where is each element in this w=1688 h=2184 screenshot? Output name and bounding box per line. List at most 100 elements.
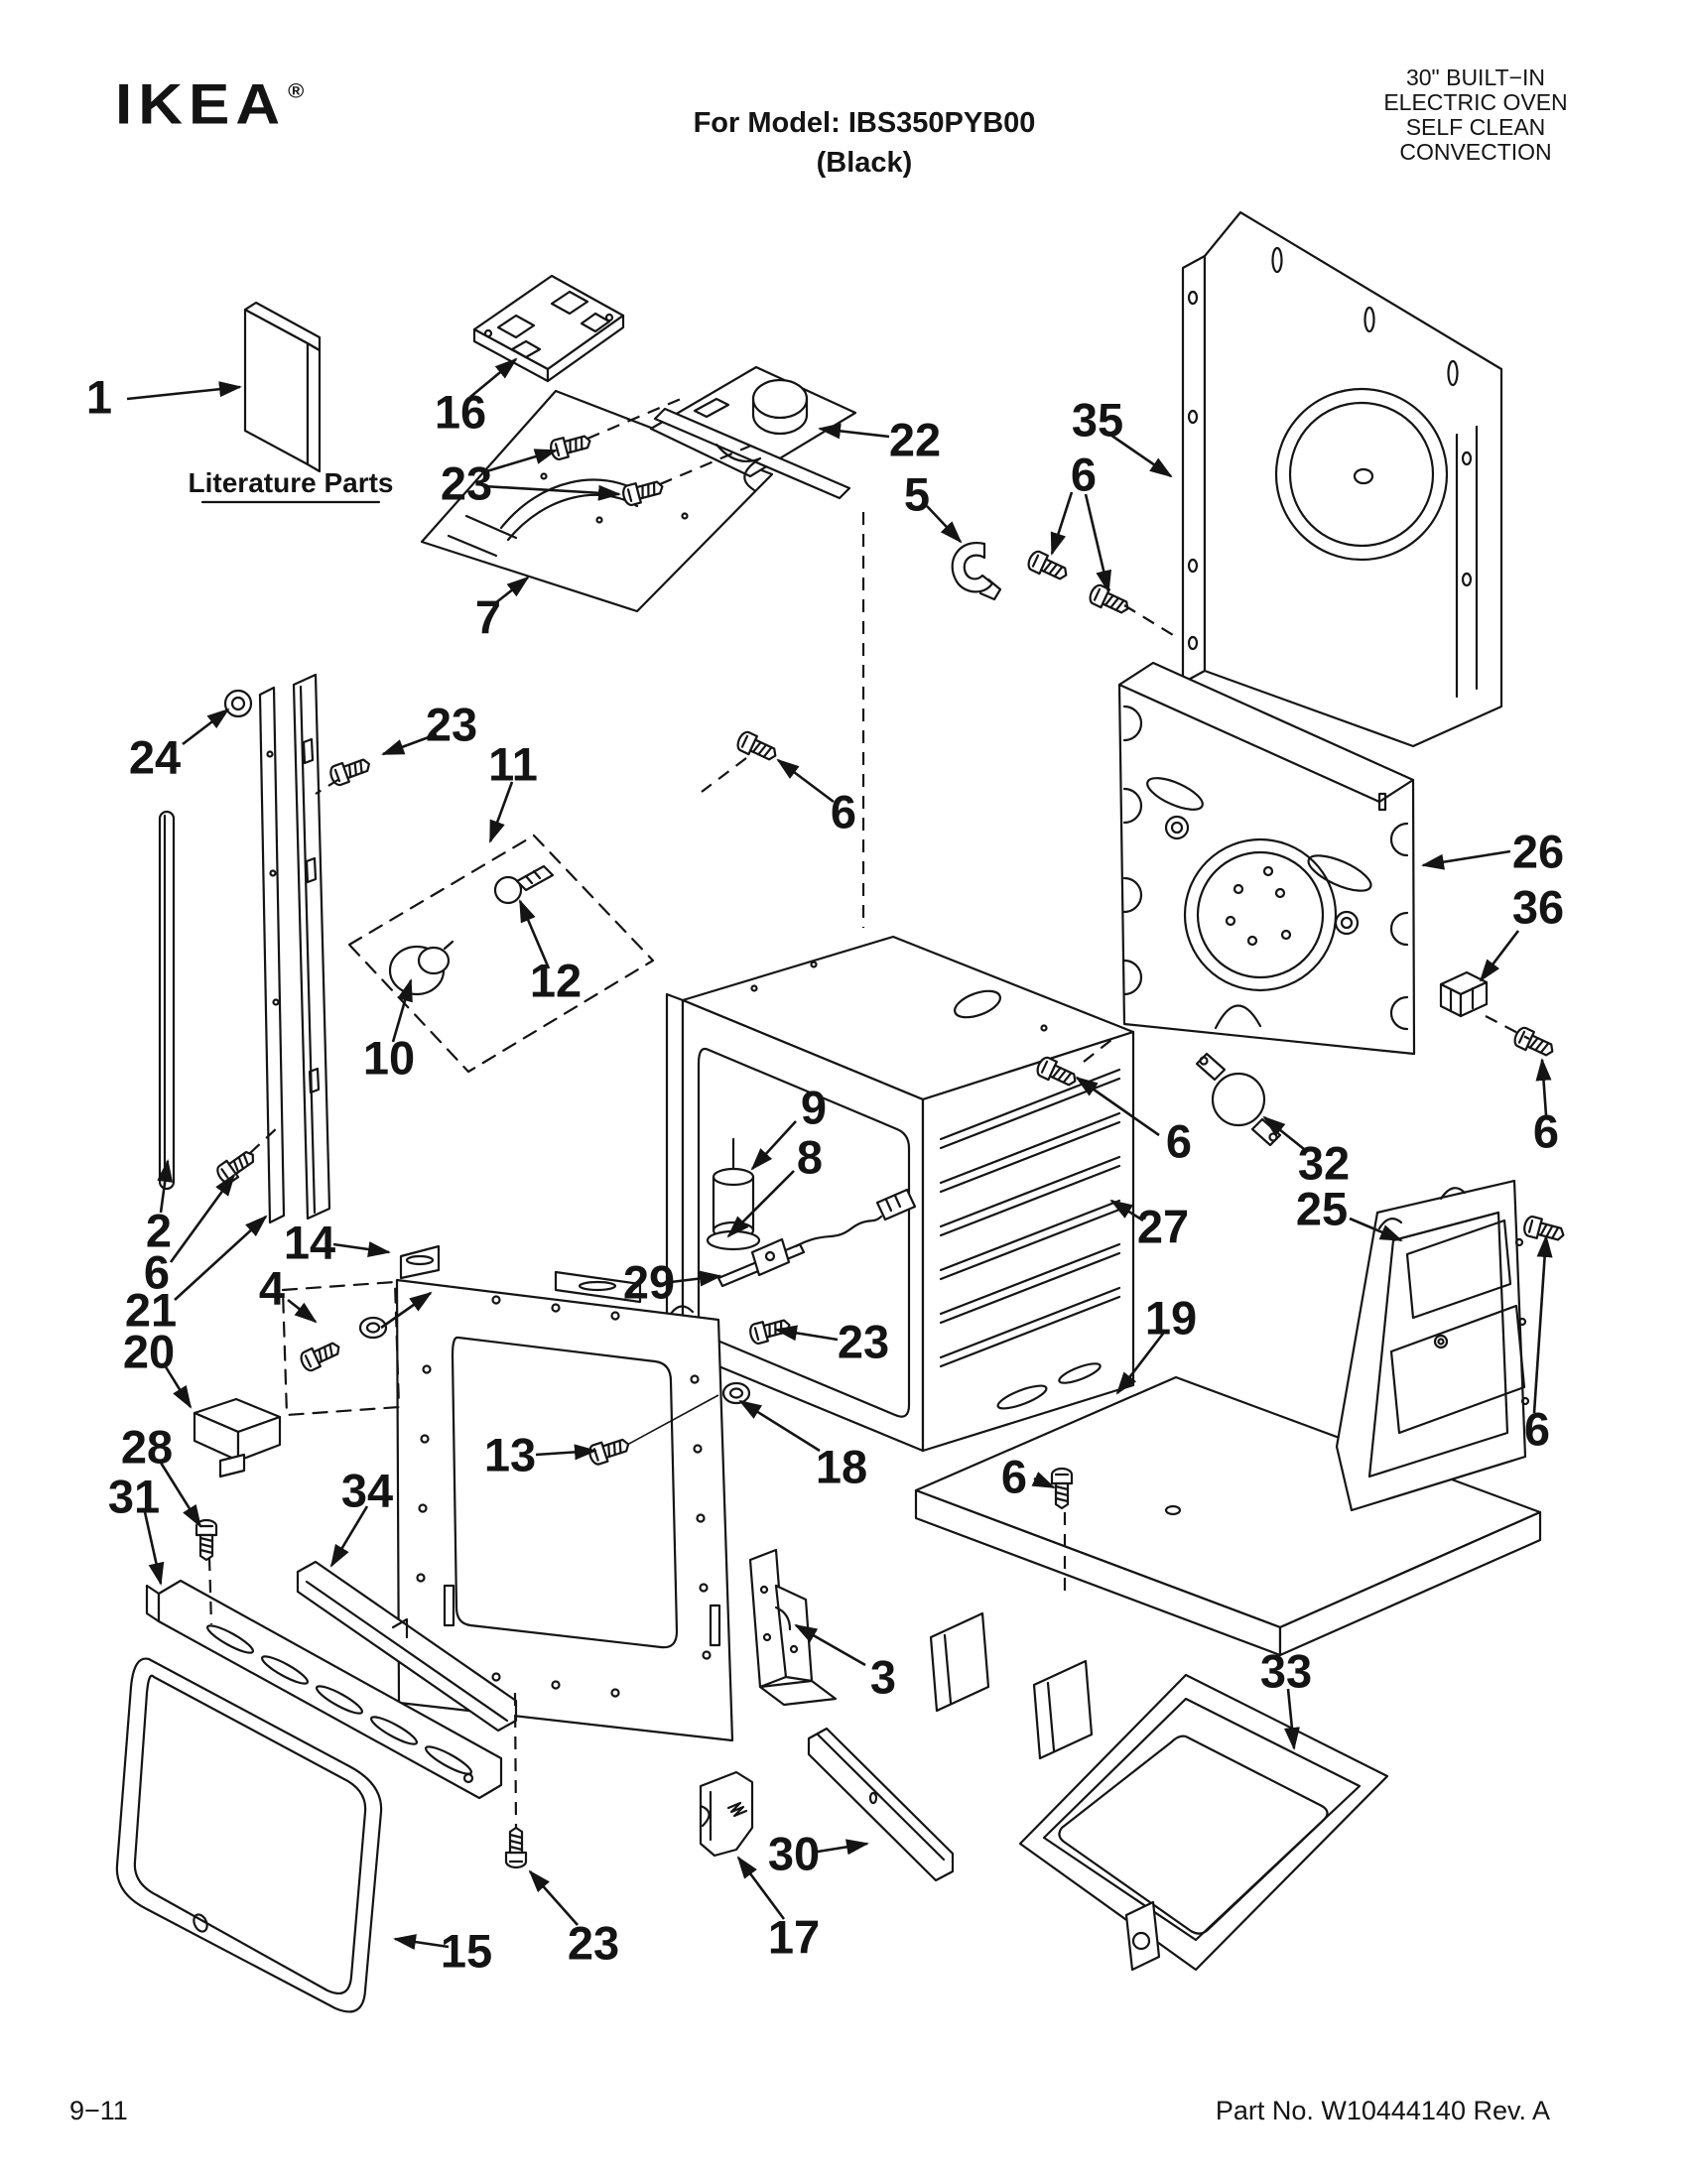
part-7-top-shelf-panel <box>420 389 774 613</box>
model-line: For Model: IBS350PYB00 <box>693 107 1036 139</box>
callout-6: 6 <box>144 1246 170 1299</box>
part-27-oven-cavity <box>665 935 1135 1453</box>
callout-12: 12 <box>530 955 582 1007</box>
callout-23: 23 <box>426 699 477 751</box>
screw-6-c <box>733 728 781 766</box>
callout-20: 20 <box>123 1326 175 1378</box>
leader-arrow <box>776 758 835 804</box>
callout-14: 14 <box>284 1217 335 1269</box>
callout-34: 34 <box>341 1465 393 1517</box>
leader-arrow <box>750 1120 797 1171</box>
leader-arrow <box>393 1934 450 1950</box>
part-24-grommet <box>223 689 253 718</box>
leader-arrow <box>332 1241 391 1257</box>
part-5-latch-clip <box>951 541 1002 601</box>
leader-arrow <box>535 1444 597 1461</box>
callout-35: 35 <box>1072 394 1123 447</box>
oven-description: 30" BUILT−IN ELECTRIC OVEN SELF CLEAN CO… <box>1362 65 1590 165</box>
callout-18: 18 <box>816 1441 867 1493</box>
assembly-axis-dashed-line <box>1485 1015 1530 1040</box>
screw-6-a <box>1024 548 1072 585</box>
leader-arrow <box>1532 1234 1553 1414</box>
leader-arrow <box>163 1364 193 1409</box>
leader-arrow <box>736 1856 786 1920</box>
leader-arrow <box>329 1505 369 1568</box>
ikea-logo-text: IKEA <box>115 72 287 137</box>
leader-arrow <box>126 381 242 401</box>
callout-26: 26 <box>1512 826 1564 878</box>
leader-arrow <box>182 707 230 746</box>
leader-arrow <box>774 1325 839 1342</box>
leader-arrow <box>528 1869 579 1926</box>
leader-arrow <box>391 978 413 1043</box>
part-19-lower-top-panel <box>914 1375 1542 1760</box>
leader-arrow <box>488 781 514 843</box>
color-line: (Black) <box>816 147 913 179</box>
callout-33: 33 <box>1260 1645 1312 1698</box>
leader-arrow <box>482 449 558 474</box>
callout-2: 2 <box>146 1205 172 1257</box>
callout-5: 5 <box>904 468 930 521</box>
callout-10: 10 <box>363 1032 415 1085</box>
leader-arrow <box>1084 493 1111 593</box>
leader-arrow <box>1106 431 1173 478</box>
callout-29: 29 <box>623 1256 675 1309</box>
leader-arrow <box>143 1511 165 1586</box>
callout-27: 27 <box>1137 1201 1189 1253</box>
screw-6-b <box>1086 581 1133 619</box>
part-1-literature-book <box>243 301 322 473</box>
screw-23-d <box>504 1826 528 1869</box>
callout-21: 21 <box>125 1284 177 1337</box>
leader-arrow <box>381 732 438 756</box>
part-2-side-trim-tube <box>158 810 176 1191</box>
callout-8: 8 <box>797 1131 823 1184</box>
callout-6: 6 <box>1166 1115 1192 1168</box>
leader-arrow <box>1421 849 1511 870</box>
callout-31: 31 <box>108 1471 160 1523</box>
part-21-side-trim-brackets <box>258 673 331 1224</box>
leader-arrow <box>1031 1472 1056 1489</box>
screw-6-f <box>1521 1214 1568 1246</box>
part-31-mounting-rail <box>145 1579 503 1800</box>
callout-25: 25 <box>1296 1183 1348 1235</box>
assembly-axis-dashed-line <box>1123 604 1179 639</box>
description-line-1: 30" BUILT−IN <box>1405 64 1546 90</box>
assembly-axis-dashed-line <box>315 778 340 795</box>
leader-arrow <box>482 484 621 501</box>
part-12-light-bulb <box>493 864 555 905</box>
part-22-door-latch-assembly <box>649 365 857 500</box>
leader-arrow <box>494 576 530 605</box>
assembly-axis-dashed-line <box>207 1557 213 1625</box>
part-10-light-lens <box>388 940 454 996</box>
screw-4 <box>297 1337 344 1374</box>
assembly-axis-dashed-line <box>701 757 747 793</box>
callout-11: 11 <box>488 738 538 791</box>
model-block: For Model: IBS350PYB00 (Black) <box>666 103 1063 183</box>
assembly-axis-dashed-line <box>249 1126 279 1154</box>
description-line-4: CONVECTION <box>1399 139 1552 165</box>
callout-32: 32 <box>1298 1137 1350 1190</box>
leader-arrow <box>159 1462 202 1528</box>
leader-arrow <box>818 423 890 440</box>
callout-6: 6 <box>831 786 856 838</box>
screw-6-e <box>1510 1024 1558 1062</box>
callout-36: 36 <box>1512 881 1564 934</box>
callout-24: 24 <box>129 731 181 784</box>
assembly-line <box>626 1394 719 1446</box>
leader-arrow <box>174 1215 268 1301</box>
part-17-spring-clip <box>699 1770 754 1858</box>
leader-lines <box>126 357 1553 1950</box>
leader-arrow <box>1050 491 1074 556</box>
part-35-rear-mounting-panel <box>1181 210 1503 748</box>
callout-23: 23 <box>441 457 492 510</box>
leader-arrow <box>670 1270 722 1287</box>
callout-13: 13 <box>484 1429 536 1481</box>
part-30-door-trim-strip <box>807 1727 955 1882</box>
part-32-thermostat <box>1195 1052 1282 1147</box>
assembly-axis-dashed-line <box>586 397 682 441</box>
leader-arrow <box>1535 1058 1552 1116</box>
leader-arrow <box>1109 1199 1144 1222</box>
callout-6: 6 <box>1071 449 1097 501</box>
leader-arrow <box>169 1173 236 1263</box>
